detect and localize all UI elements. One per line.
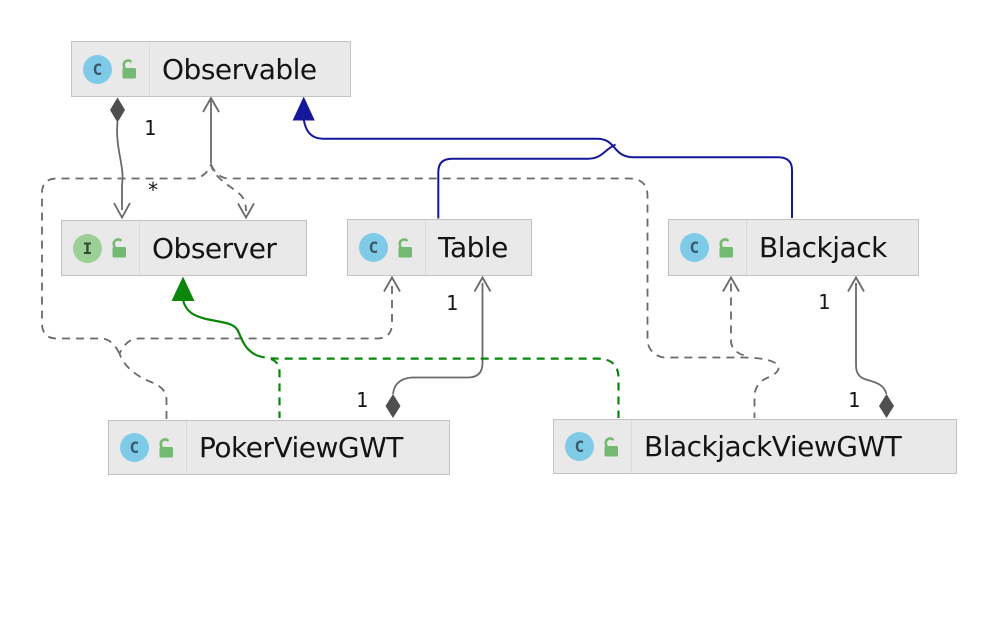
edge-blackjackviewgwt-aggregates-blackjack[interactable] bbox=[847, 275, 894, 419]
class-node-blackjackviewgwt[interactable]: C BlackjackViewGWT bbox=[553, 419, 957, 474]
public-padlock-icon bbox=[119, 57, 139, 81]
public-padlock-icon bbox=[395, 236, 415, 260]
public-padlock-icon bbox=[601, 435, 621, 459]
open-arrowhead bbox=[113, 202, 131, 220]
class-node-observable[interactable]: C Observable bbox=[71, 41, 351, 97]
open-arrowhead bbox=[722, 275, 740, 292]
open-arrowhead bbox=[237, 203, 255, 220]
multiplicity-label: 1 bbox=[818, 290, 830, 314]
open-arrowhead bbox=[383, 275, 401, 292]
aggregation-line bbox=[392, 283, 484, 395]
public-padlock-icon bbox=[156, 436, 176, 460]
edge-pokerviewgwt-dependency-observer[interactable] bbox=[41, 161, 255, 354]
class-name: Observable bbox=[162, 52, 317, 86]
dependency-line bbox=[210, 164, 780, 418]
realization-line-pokerview bbox=[270, 357, 281, 418]
realization-line-blackjackview bbox=[256, 354, 620, 418]
dependency-line bbox=[730, 283, 749, 358]
class-node-table[interactable]: C Table bbox=[347, 219, 532, 276]
class-node-blackjack[interactable]: C Blackjack bbox=[668, 219, 919, 276]
edge-pokerviewgwt-aggregates-table[interactable] bbox=[385, 275, 492, 419]
multiplicity-label: 1 bbox=[848, 388, 860, 412]
edge-views-implement-observer[interactable] bbox=[171, 276, 620, 419]
class-name: Observer bbox=[152, 231, 277, 265]
aggregation-diamond bbox=[110, 97, 125, 123]
open-arrowhead bbox=[202, 96, 220, 113]
aggregation-line bbox=[855, 283, 888, 395]
dependency-line bbox=[41, 161, 247, 354]
class-icon: C bbox=[83, 54, 112, 84]
multiplicity-label: * bbox=[147, 178, 159, 202]
class-icon: C bbox=[565, 432, 594, 461]
node-icon-cell: C bbox=[348, 220, 426, 275]
generalization-line bbox=[437, 143, 616, 219]
edge-table-extends-observable[interactable] bbox=[437, 143, 616, 219]
class-name: PokerViewGWT bbox=[199, 431, 403, 464]
node-icon-cell: I bbox=[62, 221, 140, 275]
multiplicity-label: 1 bbox=[356, 388, 368, 412]
realization-stem bbox=[181, 299, 258, 357]
edge-blackjackviewgwt-dependency-corridor[interactable] bbox=[210, 164, 780, 419]
multiplicity-labels: 1 * 1 1 1 1 bbox=[144, 116, 860, 412]
dependency-line bbox=[118, 283, 393, 419]
edge-observable-aggregates-observer[interactable] bbox=[110, 97, 131, 220]
open-arrowhead bbox=[847, 275, 865, 292]
open-arrowhead bbox=[473, 275, 492, 292]
aggregation-diamond bbox=[385, 394, 401, 418]
edge-dependency-to-observable[interactable] bbox=[202, 96, 220, 163]
edge-blackjackviewgwt-dependency-blackjack[interactable] bbox=[722, 275, 749, 358]
public-padlock-icon bbox=[109, 236, 129, 260]
class-name: Blackjack bbox=[759, 231, 887, 264]
node-icon-cell: C bbox=[554, 420, 632, 473]
class-name: Table bbox=[438, 231, 508, 264]
generalization-arrowhead bbox=[292, 96, 315, 121]
class-name: BlackjackViewGWT bbox=[644, 430, 902, 463]
class-node-pokerviewgwt[interactable]: C PokerViewGWT bbox=[108, 420, 450, 475]
class-icon: C bbox=[680, 233, 709, 262]
multiplicity-label: 1 bbox=[144, 116, 156, 140]
generalization-line bbox=[302, 119, 793, 218]
class-icon: C bbox=[359, 233, 388, 262]
node-icon-cell: C bbox=[669, 220, 747, 275]
node-icon-cell: C bbox=[109, 421, 187, 474]
class-icon: C bbox=[120, 433, 149, 462]
node-icon-cell: C bbox=[72, 42, 150, 96]
realization-arrowhead bbox=[171, 276, 195, 301]
public-padlock-icon bbox=[716, 236, 736, 260]
interface-node-observer[interactable]: I Observer bbox=[61, 220, 307, 276]
multiplicity-label: 1 bbox=[446, 291, 458, 315]
interface-icon: I bbox=[73, 233, 102, 263]
aggregation-line bbox=[116, 121, 124, 210]
aggregation-diamond bbox=[879, 394, 894, 418]
edge-blackjack-extends-observable[interactable] bbox=[292, 96, 793, 219]
